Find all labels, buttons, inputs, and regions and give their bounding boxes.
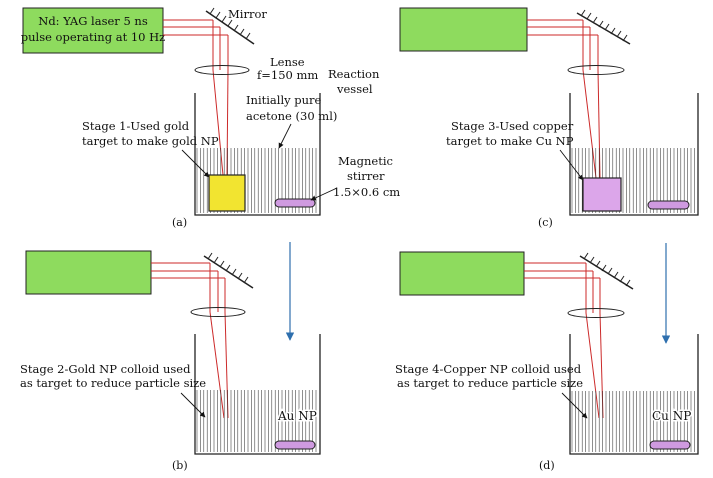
lens-label-line1: Lense [270, 55, 305, 69]
stirrer-pointer [310, 187, 338, 201]
lens [194, 65, 250, 75]
lens [190, 307, 246, 317]
lens [567, 65, 625, 75]
mirror-label: Mirror [228, 7, 267, 21]
caption-d: (d) [539, 459, 555, 472]
mirror [576, 9, 631, 45]
laser-beam [163, 19, 229, 176]
vessel-label-line1: Reaction [328, 67, 380, 81]
stage3-pointer [559, 149, 584, 181]
laser-box [399, 251, 525, 296]
copper-target [582, 177, 622, 212]
mirror [205, 7, 255, 45]
laser-beam [527, 19, 601, 179]
mirror [579, 252, 634, 290]
laser-label-line2: pulse operating at 10 Hz [21, 30, 166, 44]
laser-box [25, 250, 152, 295]
stage4-label-line2: as target to reduce particle size [397, 376, 583, 390]
stage3-label-line2: target to make Cu NP [446, 134, 574, 148]
gold-target [208, 174, 246, 212]
caption-b: (b) [172, 459, 188, 472]
stage1-label-line1: Stage 1-Used gold [82, 119, 190, 133]
stage4-pointer [561, 392, 588, 419]
magnetic-stirrer [649, 440, 691, 450]
acetone-label-line1: Initially pure [246, 93, 322, 107]
stirrer-label-line2: stirrer [347, 169, 385, 183]
stirrer-label-line1: Magnetic [338, 154, 393, 168]
caption-c: (c) [538, 216, 553, 229]
laser-label-line1: Nd: YAG laser 5 ns [38, 14, 148, 28]
reaction-vessel [194, 334, 321, 455]
stage3-label-line1: Stage 3-Used copper [451, 119, 574, 133]
lens [567, 308, 625, 318]
stage1-label-line2: target to make gold NP [82, 134, 219, 148]
laser-beam [151, 262, 229, 419]
mirror [203, 252, 254, 289]
stage1-pointer [181, 149, 210, 178]
stirrer-label-line3: 1.5×0.6 cm [333, 185, 400, 199]
panel-c: Stage 3-Used copper target to make Cu NP… [399, 7, 699, 229]
cu-np-label: Cu NP [652, 409, 691, 423]
vessel-label-line2: vessel [336, 82, 373, 96]
panel-d: Cu NP Stage 4-Copper NP colloid used as … [395, 251, 699, 472]
magnetic-stirrer [274, 440, 316, 450]
au-np-label: Au NP [277, 409, 317, 423]
laser-box [22, 7, 164, 54]
stage2-label-line1: Stage 2-Gold NP colloid used [20, 362, 191, 376]
reaction-vessel [569, 334, 699, 455]
reaction-vessel [194, 93, 321, 216]
acetone-pointer [278, 123, 292, 149]
caption-a: (a) [172, 216, 187, 229]
magnetic-stirrer [647, 200, 690, 210]
stage2-label-line2: as target to reduce particle size [20, 376, 206, 390]
panel-b: Au NP Stage 2-Gold NP colloid used as ta… [20, 250, 321, 472]
laser-box [399, 7, 528, 52]
stage2-pointer [180, 392, 206, 418]
panel-a: Nd: YAG laser 5 ns pulse operating at 10… [21, 7, 401, 229]
lens-label-line2: f=150 mm [257, 68, 318, 82]
acetone-label-line2: acetone (30 ml) [246, 109, 337, 123]
magnetic-stirrer [274, 198, 316, 208]
stage4-label-line1: Stage 4-Copper NP colloid used [395, 362, 582, 376]
